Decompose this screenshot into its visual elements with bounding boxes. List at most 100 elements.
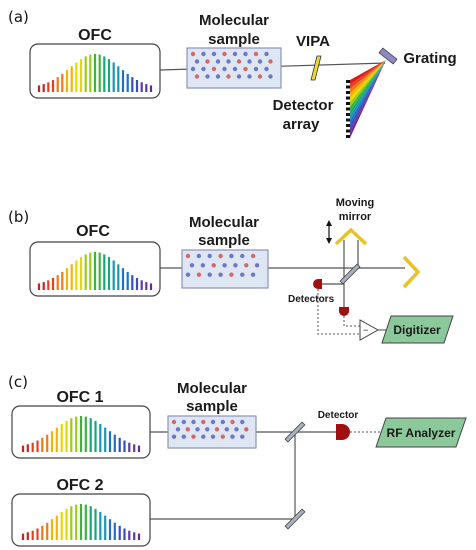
molecule-dot — [233, 263, 238, 268]
digitizer-label: Digitizer — [393, 323, 441, 337]
molecule-dot — [200, 263, 206, 268]
ofc2-label: OFC 2 — [56, 477, 103, 494]
dispersed-spectrum — [350, 60, 386, 138]
molecule-dot — [189, 263, 195, 268]
molecule-dot — [240, 419, 245, 425]
molecule-dot — [222, 263, 227, 268]
detector-label-1: Detector — [273, 97, 334, 114]
molecule-dot — [253, 51, 259, 57]
molecule-dot — [195, 427, 200, 432]
panel-a-label: (a) — [8, 8, 29, 26]
molecule-dot — [201, 434, 206, 439]
panel-c-label: (c) — [8, 373, 28, 391]
molecule-dot — [250, 272, 256, 277]
detector-label: Detector — [318, 410, 359, 421]
molecule-dot — [247, 59, 252, 64]
molecule-dot — [214, 427, 220, 432]
sample-molecules — [185, 253, 260, 277]
ofc-spectrum — [37, 252, 153, 290]
molecule-dot — [220, 419, 225, 425]
molecule-dot — [250, 253, 256, 259]
molecule-dot — [191, 434, 196, 439]
rf-analyzer-label: RF Analyzer — [387, 426, 456, 440]
minus-sign: − — [363, 325, 368, 335]
molecule-dot — [240, 253, 245, 259]
panel-a: (a) OFC Molecular sample VIPA Grating De… — [8, 8, 457, 138]
molecule-dot — [232, 51, 238, 57]
molecule-dot — [229, 253, 234, 259]
molecule-dot — [236, 59, 242, 64]
molecule-dot — [264, 51, 269, 57]
molecule-dot — [211, 51, 217, 57]
molecule-dot — [244, 263, 249, 268]
sample-label-2: sample — [198, 232, 250, 249]
detectors-label: Detectors — [288, 294, 335, 305]
molecule-dot — [234, 427, 239, 432]
molecule-dot — [205, 427, 210, 432]
molecule-dot — [171, 419, 177, 425]
motion-arrow — [326, 220, 332, 244]
rainbow-band — [350, 60, 386, 94]
molecule-dot — [243, 66, 248, 72]
molecule-dot — [185, 427, 190, 432]
molecule-dot — [185, 253, 191, 259]
molecule-dot — [222, 66, 227, 72]
molecule-dot — [220, 434, 225, 439]
molecule-dot — [210, 419, 216, 425]
grating-label: Grating — [403, 50, 456, 67]
molecule-dot — [268, 74, 273, 79]
molecule-dot — [215, 59, 221, 64]
molecule-dot — [226, 74, 231, 79]
molecular-sample — [181, 249, 269, 289]
moving-mirror — [334, 227, 368, 246]
beam-combiner — [284, 421, 306, 443]
molecule-dot — [222, 51, 227, 57]
signal-line-2 — [343, 316, 360, 327]
molecule-dot — [185, 272, 191, 277]
molecule-dot — [224, 427, 229, 432]
molecule-dot — [194, 74, 200, 79]
molecule-dot — [236, 74, 242, 79]
ofc1-label: OFC 1 — [56, 389, 103, 406]
molecule-dot — [243, 51, 248, 57]
ofc-label: OFC — [78, 27, 112, 44]
sample-label-2: sample — [208, 31, 260, 48]
ofc-label: OFC — [76, 223, 110, 240]
molecule-dot — [215, 74, 221, 79]
sample-label-1: Molecular — [189, 214, 259, 231]
differential-amplifier — [359, 319, 380, 341]
molecule-dot — [175, 427, 181, 432]
molecule-dot — [190, 51, 196, 57]
molecule-dot — [253, 66, 259, 72]
sample-label-2: sample — [186, 398, 238, 415]
molecule-dot — [207, 272, 212, 277]
digitizer-box — [381, 315, 454, 344]
molecule-dot — [230, 434, 235, 439]
ofc2-spectrum — [21, 504, 141, 540]
molecule-dot — [210, 434, 216, 439]
molecule-dot — [196, 253, 202, 259]
molecule-dot — [218, 272, 223, 277]
ofc-spectrum — [37, 54, 153, 92]
molecule-dot — [247, 74, 252, 79]
molecule-dot — [218, 253, 223, 259]
molecule-dot — [190, 66, 196, 72]
detector-2 — [339, 307, 349, 316]
molecule-dot — [240, 272, 245, 277]
detector-label-2: array — [283, 116, 320, 133]
molecule-dot — [232, 66, 238, 72]
molecule-dot — [240, 434, 245, 439]
molecule-dot — [229, 272, 234, 277]
molecule-dot — [181, 434, 186, 439]
detector — [336, 424, 350, 440]
molecule-dot — [244, 427, 249, 432]
molecule-dot — [181, 419, 186, 425]
vipa-label: VIPA — [296, 33, 330, 50]
beam-splitter — [339, 263, 361, 285]
molecule-dot — [196, 272, 202, 277]
panel-b-label: (b) — [8, 208, 29, 226]
molecule-dot — [211, 66, 217, 72]
signal-line-1 — [317, 289, 360, 335]
